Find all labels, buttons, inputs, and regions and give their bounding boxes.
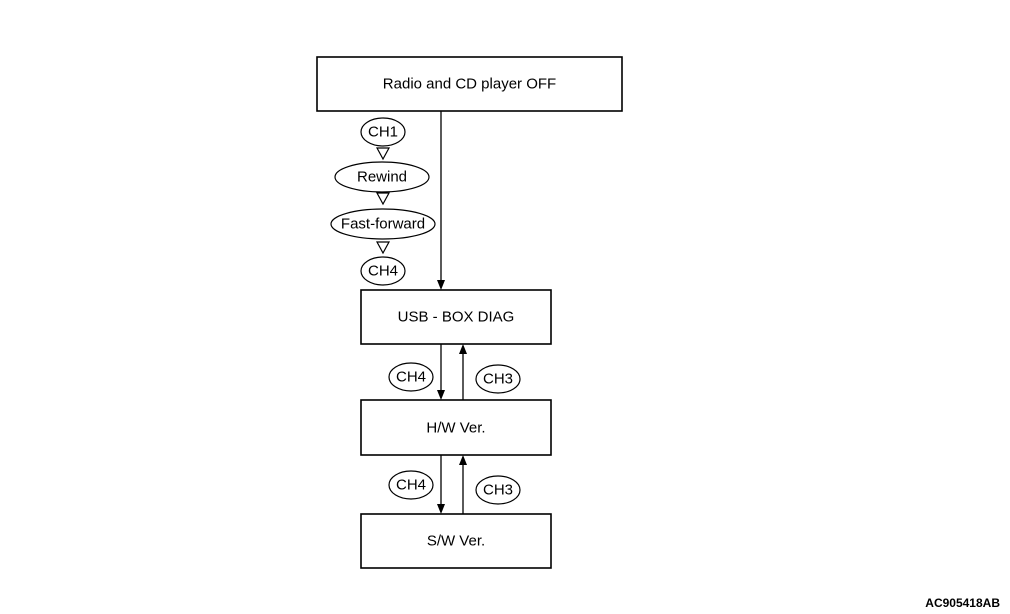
box-usb-box-diag-label: USB - BOX DIAG [398,309,515,326]
bubble-ch3-hw-to-usb: CH3 [475,364,521,394]
box-sw-ver: S/W Ver. [360,513,552,569]
box-hw-ver: H/W Ver. [360,399,552,456]
bubble-fast-forward: Fast-forward [330,208,436,240]
box-sw-ver-label: S/W Ver. [427,533,485,550]
box-radio-cd-off: Radio and CD player OFF [316,56,623,112]
bubble-ch4-sequence-label: CH4 [368,263,398,280]
bubble-ch4-usb-to-hw: CH4 [388,362,434,392]
bubble-ch4-hw-to-sw: CH4 [388,470,434,500]
bubble-ch1-label: CH1 [368,124,398,141]
reference-code: AC905418AB [925,596,1000,610]
seq-arrow-3-icon [375,241,391,255]
bubble-ch3-hw-to-usb-label: CH3 [483,371,513,388]
bubble-rewind: Rewind [334,161,430,193]
bubble-ch4-usb-to-hw-label: CH4 [396,369,426,386]
arrowhead-hw-to-usb [459,344,467,354]
box-hw-ver-label: H/W Ver. [426,420,485,437]
bubble-fast-forward-label: Fast-forward [341,216,425,233]
bubble-ch3-sw-to-hw: CH3 [475,475,521,505]
box-radio-cd-off-label: Radio and CD player OFF [383,76,556,93]
bubble-ch4-sequence: CH4 [360,256,406,286]
bubble-ch3-sw-to-hw-label: CH3 [483,482,513,499]
arrowhead-hw-to-sw [437,504,445,514]
bubble-ch4-hw-to-sw-label: CH4 [396,477,426,494]
seq-arrow-2-icon [375,192,391,206]
seq-arrow-1-icon [375,147,391,161]
bubble-ch1: CH1 [360,117,406,147]
arrowhead-sw-to-hw [459,455,467,465]
arrowhead-radio-to-usb [437,280,445,290]
arrowhead-usb-to-hw [437,390,445,400]
bubble-rewind-label: Rewind [357,169,407,186]
box-usb-box-diag: USB - BOX DIAG [360,289,552,345]
